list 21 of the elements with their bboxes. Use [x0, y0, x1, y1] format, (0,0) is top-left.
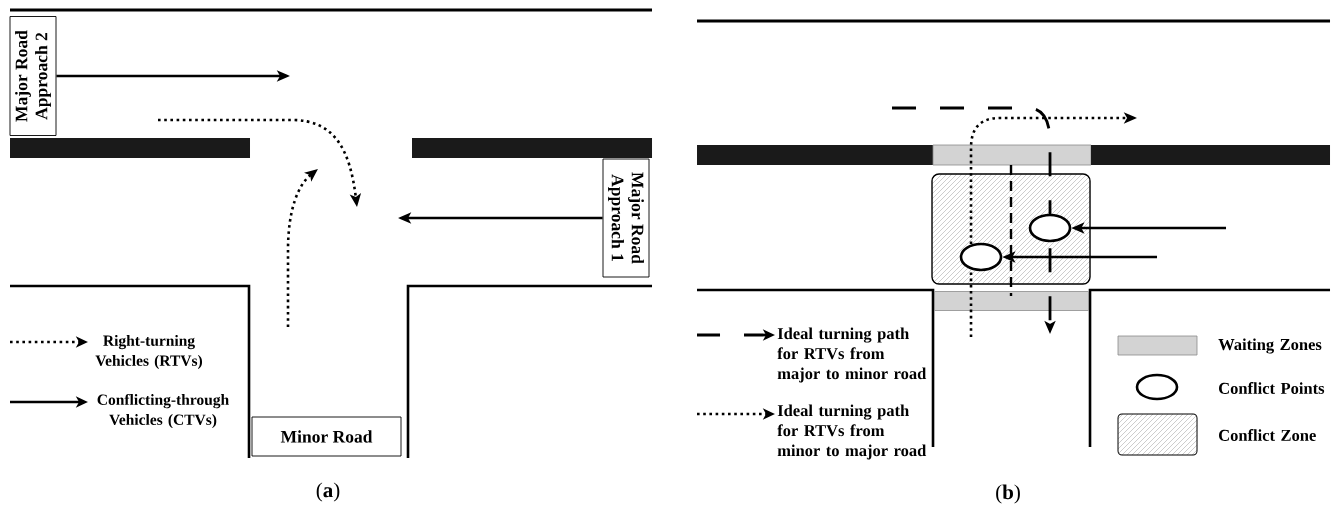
- conflict-zone: [931, 173, 1091, 285]
- median-bar: [1091, 145, 1330, 165]
- median-bar: [10, 138, 250, 158]
- panel-label: (a): [316, 482, 340, 502]
- legend-label: Ideal turning path for RTVs from major to minor road: [777, 327, 927, 383]
- conflict-point: [1028, 213, 1072, 243]
- legend-label: Conflicting-through Vehicles (CTVs): [97, 393, 229, 429]
- waiting-zone: [932, 144, 1092, 166]
- panel-label: (b): [996, 484, 1020, 504]
- waiting-zone: [934, 291, 1089, 311]
- road-name-box: Minor Road: [251, 416, 402, 457]
- road-name-box: Major Road Approach 1: [602, 158, 650, 278]
- legend-label: Ideal turning path for RTVs from minor to major road: [777, 404, 927, 460]
- median-bar: [412, 138, 652, 158]
- median-bar: [697, 145, 933, 165]
- legend-label: Conflict Points: [1219, 382, 1325, 394]
- legend-label: Right-turning Vehicles (RTVs): [95, 334, 202, 370]
- legend-label: Waiting Zones: [1218, 338, 1322, 354]
- road-name-box: Major Road Approach 2: [9, 16, 57, 136]
- conflict-point: [959, 242, 1003, 272]
- legend-label: Conflict Zone: [1219, 429, 1316, 441]
